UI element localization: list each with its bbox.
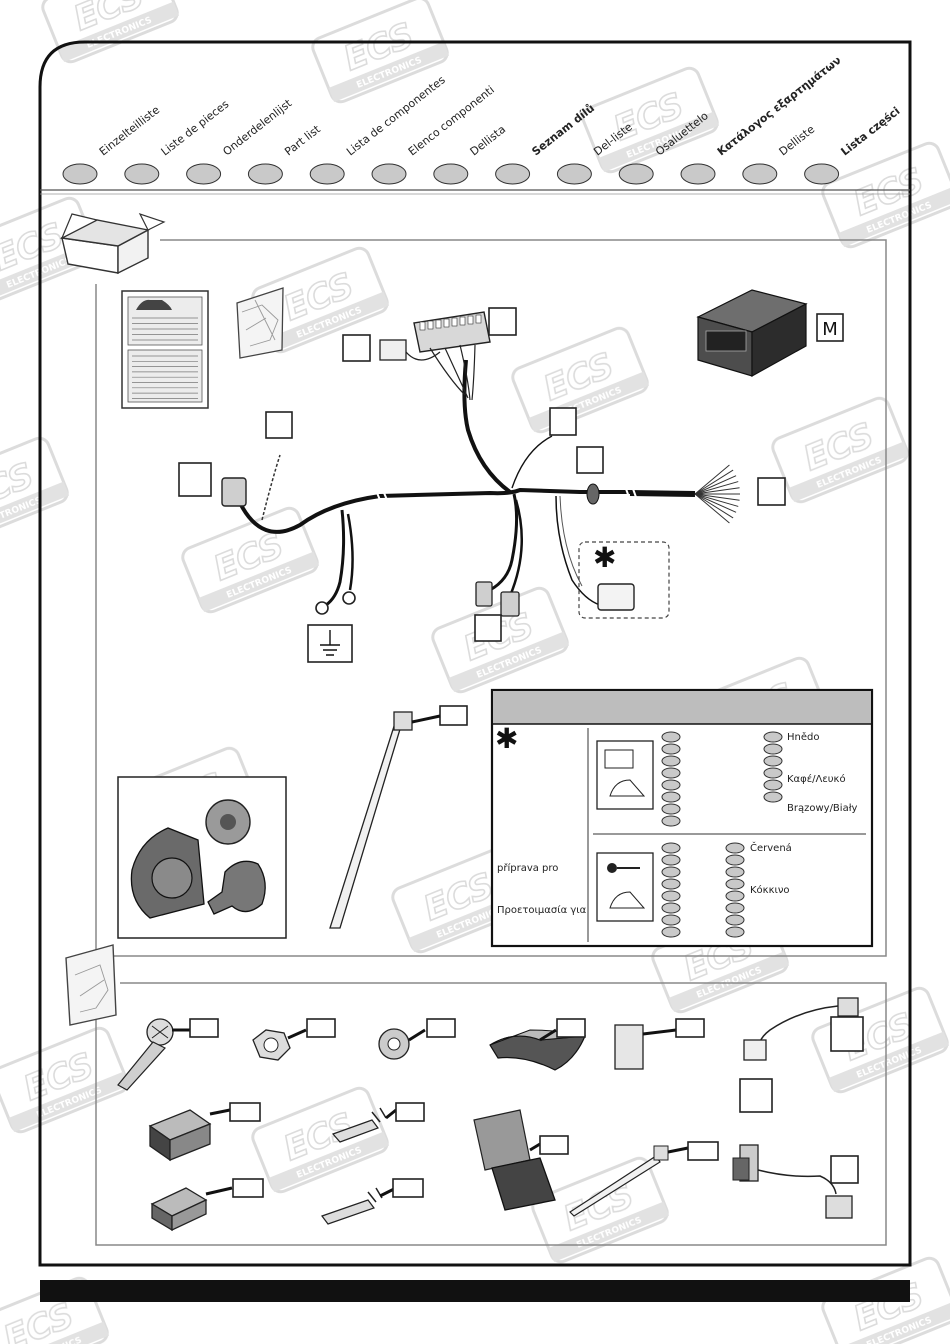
color-swatch-ovals: [661, 731, 783, 938]
color-brown-white-pl: Brązowy/Biały: [787, 803, 858, 814]
lock-washer-image: [378, 1028, 426, 1060]
ignition-car-icon: [596, 852, 654, 922]
language-label-3: Part list: [282, 122, 323, 158]
outer-frame: [38, 40, 912, 1267]
small-parts-panel: [95, 982, 887, 1246]
nut-image: [252, 1028, 307, 1061]
optional-connector-frame: [578, 541, 670, 619]
bag-of-parts-image: [236, 287, 284, 359]
module-label-box: [816, 313, 844, 342]
module-label: M: [822, 319, 838, 340]
control-module-image: [696, 289, 808, 378]
language-oval-7: [495, 163, 531, 185]
part-number-boxes: [125, 307, 786, 813]
ground-icon: [320, 630, 340, 656]
language-oval-1: [124, 163, 160, 185]
socket-kit-image: [130, 799, 266, 919]
main-parts-panel: [95, 239, 887, 957]
small-part-number-boxes: [189, 1016, 864, 1198]
color-brown-white-gr: Καφέ/Λευκό: [787, 773, 846, 785]
language-oval-6: [433, 163, 469, 185]
footer-bar: [40, 1280, 910, 1302]
language-oval-11: [742, 163, 778, 185]
wire-color-table-header: [493, 691, 871, 724]
language-oval-5: [371, 163, 407, 185]
language-oval-2: [186, 163, 222, 185]
sensor-lead-image: [743, 997, 859, 1061]
language-oval-3: [247, 163, 283, 185]
connector-housing-2-image: [150, 1186, 233, 1232]
optional-connector-image: [597, 583, 635, 611]
language-label-6: Dellista: [468, 123, 508, 159]
color-red-gr: Κόκκινο: [750, 884, 790, 896]
instruction-booklet-image: [121, 290, 209, 409]
language-oval-9: [618, 163, 654, 185]
prepared-for-cz: příprava pro: [497, 862, 558, 874]
bolt-image: [117, 1018, 190, 1091]
battery-car-icon: [596, 740, 654, 810]
fuse-image: [614, 1024, 677, 1070]
table-asterisk: ✱: [495, 722, 518, 755]
small-bag-icon: [65, 944, 117, 1026]
language-oval-4: [309, 163, 345, 185]
prepared-for-gr: Προετοιμασία για: [497, 904, 587, 916]
language-label-11: Delliste: [777, 123, 818, 159]
language-label-12: Lista części: [838, 104, 902, 158]
language-label-10: Κατάλογος εξαρτημάτων: [715, 54, 844, 159]
language-oval-0: [62, 163, 98, 185]
box-icon: [59, 212, 166, 275]
connector-housing-image: [148, 1108, 231, 1162]
color-brown-cz: Hnědo: [787, 731, 819, 743]
wire-color-table: [490, 688, 874, 948]
color-red-cz: Červená: [750, 841, 792, 854]
small-cable-tie-image: [569, 1145, 689, 1217]
language-label-0: Einzelteilliste: [97, 103, 162, 158]
crimp-terminal-2-image: [321, 1186, 397, 1225]
language-oval-10: [680, 163, 716, 185]
cable-tie-image: [329, 711, 441, 929]
language-oval-8: [556, 163, 592, 185]
language-oval-12: [804, 163, 840, 185]
wiring-harness-image: [221, 311, 740, 617]
optional-asterisk: ✱: [593, 541, 616, 574]
quick-splice-connectors-image: [473, 1109, 556, 1211]
crimp-terminal-image: [331, 1107, 397, 1143]
relay-lead-image: [732, 1144, 853, 1219]
